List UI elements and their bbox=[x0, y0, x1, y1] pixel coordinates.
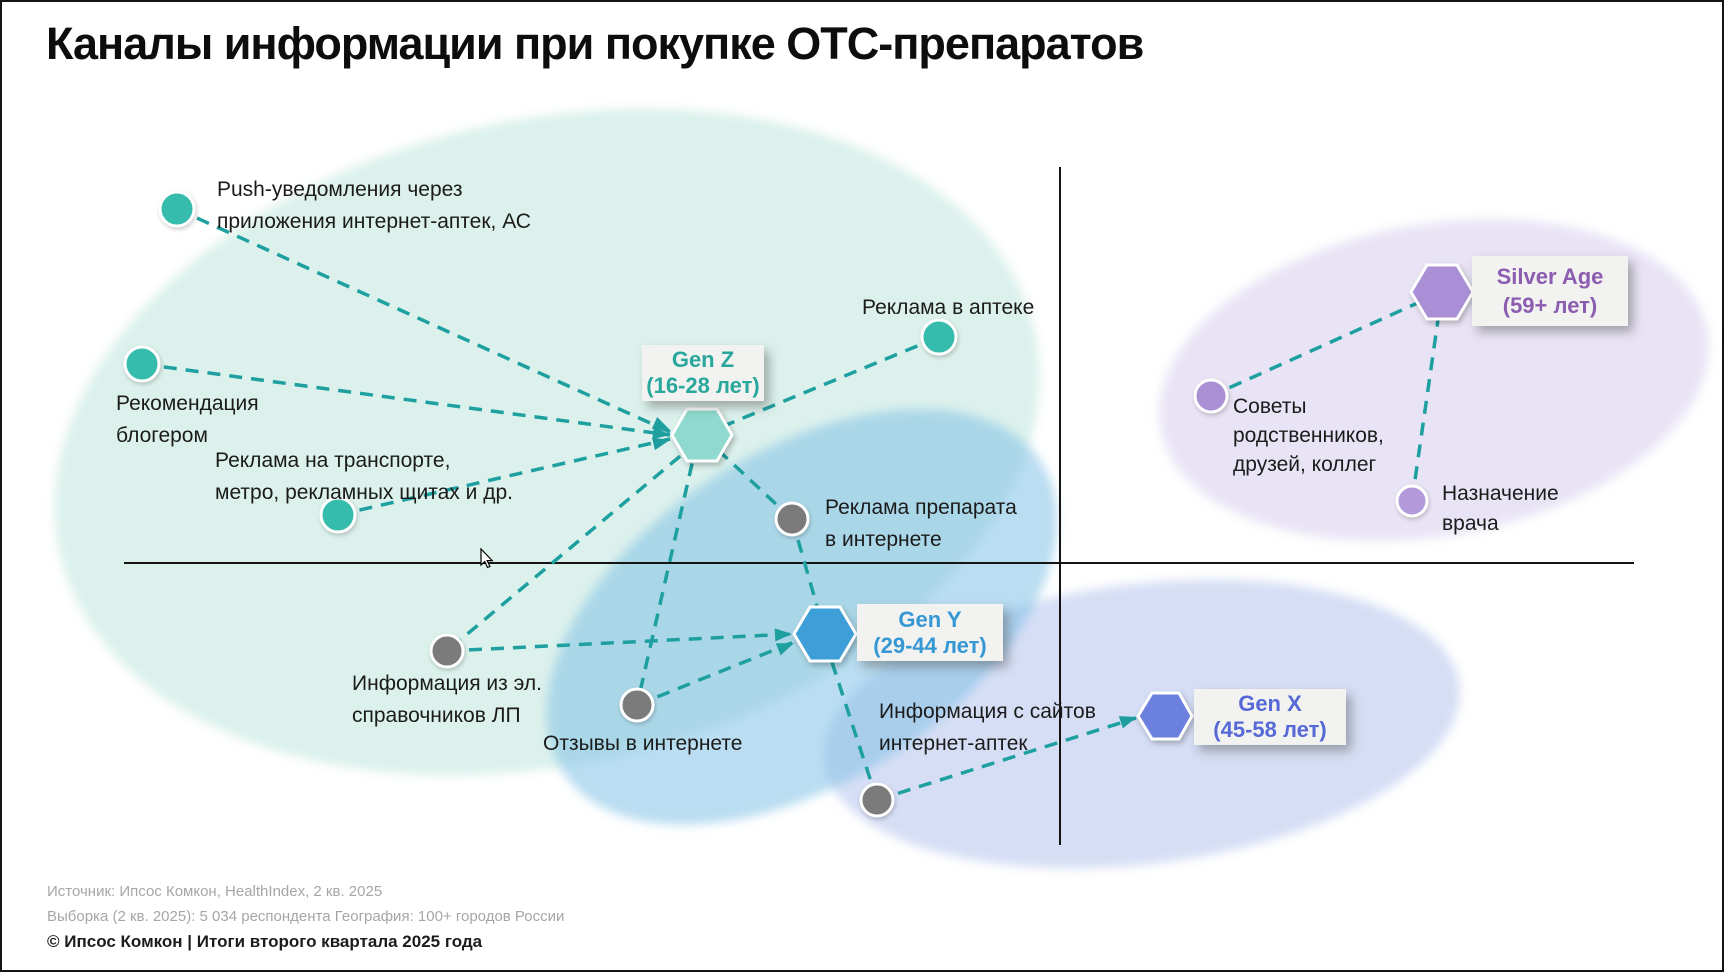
arrowhead-genz-1 bbox=[651, 417, 670, 430]
dot-doctor-prescription bbox=[1395, 484, 1429, 518]
link-blogger-genz bbox=[141, 362, 671, 437]
arrowhead-genz-2 bbox=[652, 426, 670, 440]
dot-e-directories bbox=[429, 633, 465, 669]
gen-z-badge: Gen Z(16-28 лет) bbox=[642, 345, 764, 401]
dot-drug-ads-internet bbox=[774, 501, 810, 537]
gen-z-hexagon bbox=[670, 407, 734, 463]
link-transport-genz bbox=[337, 437, 671, 517]
arrowhead-geny-2 bbox=[775, 643, 794, 656]
dot-online-pharmacy-sites bbox=[859, 782, 895, 818]
dot-transport-ads bbox=[319, 496, 357, 534]
link-sprav-geny bbox=[446, 632, 793, 653]
arrowhead-geny-1 bbox=[774, 628, 792, 642]
silver-age-badge: Silver Age(59+ лет) bbox=[1472, 256, 1628, 326]
footer-copyright: © Ипсос Комкон | Итоги второго квартала … bbox=[47, 932, 483, 951]
dot-blogger-recommendation bbox=[123, 345, 161, 383]
gen-y-badge: Gen Y(29-44 лет) bbox=[857, 604, 1003, 661]
gen-y-blob bbox=[546, 409, 1058, 825]
arrowhead-genx bbox=[1118, 716, 1137, 729]
label-online-reviews: Отзывы в интернете bbox=[543, 732, 743, 755]
link-sajty-geny bbox=[825, 646, 879, 801]
gen-x-badge: Gen X(45-58 лет) bbox=[1194, 689, 1346, 745]
link-sajty-genx bbox=[876, 716, 1137, 802]
dot-advice-relatives bbox=[1193, 378, 1229, 414]
link-push-genz bbox=[176, 207, 671, 434]
mouse-cursor bbox=[480, 547, 494, 569]
link-genz-sprav bbox=[445, 440, 699, 653]
link-genz-otzyvy bbox=[635, 441, 699, 706]
label-pharmacy-ads: Реклама в аптеке bbox=[862, 296, 1035, 319]
dot-push-notifications bbox=[158, 190, 196, 228]
gen-x-hexagon bbox=[1136, 691, 1194, 741]
arrowhead-genz-3 bbox=[651, 437, 670, 451]
link-otzyvy-geny bbox=[636, 640, 795, 707]
gen-y-hexagon bbox=[792, 605, 858, 663]
label-transport-ads: Реклама на транспорте,метро, рекламных щ… bbox=[215, 449, 513, 504]
label-e-directories: Информация из эл.справочников ЛП bbox=[352, 672, 542, 727]
page-title: Каналы информации при покупке ОТС-препар… bbox=[46, 18, 1144, 69]
footer-source: Источник: Ипсос Комкон, HealthIndex, 2 к… bbox=[47, 883, 383, 900]
footer-sample: Выборка (2 кв. 2025): 5 034 респондента … bbox=[47, 908, 565, 925]
dot-pharmacy-ads bbox=[920, 318, 958, 356]
dot-online-reviews bbox=[619, 687, 655, 723]
